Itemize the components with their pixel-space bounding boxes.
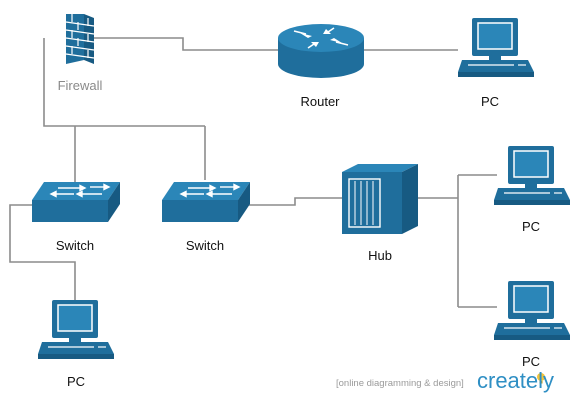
brand-logo: creately (477, 368, 555, 393)
switch-label: Switch (55, 238, 95, 253)
switch-icon (161, 181, 251, 223)
pc-icon (37, 299, 115, 360)
pc-icon (493, 145, 571, 206)
pc-label: PC (66, 374, 86, 389)
pc-label: PC (480, 94, 500, 109)
brand-bulb-icon (537, 373, 545, 384)
connector-switch-hub (245, 197, 342, 206)
router-icon (278, 24, 364, 78)
switch-icon (31, 181, 121, 223)
watermark-tagline: [online diagramming & design] (336, 378, 464, 389)
hub-icon (342, 164, 418, 234)
firewall-icon (65, 14, 95, 64)
connector-firewall-router (88, 37, 278, 51)
connector-firewall-bus (43, 38, 205, 127)
pc-icon (457, 17, 535, 78)
pc-icon (493, 280, 571, 341)
pc-label: PC (521, 354, 541, 369)
pc-label: PC (521, 219, 541, 234)
hub-label: Hub (368, 248, 392, 263)
connector-switch-pc (9, 232, 76, 300)
router-label: Router (300, 94, 340, 109)
connectors (9, 37, 497, 308)
switch-label: Switch (185, 238, 225, 253)
connector-switch-left-edge (9, 204, 32, 232)
firewall-label: Firewall (57, 78, 103, 93)
